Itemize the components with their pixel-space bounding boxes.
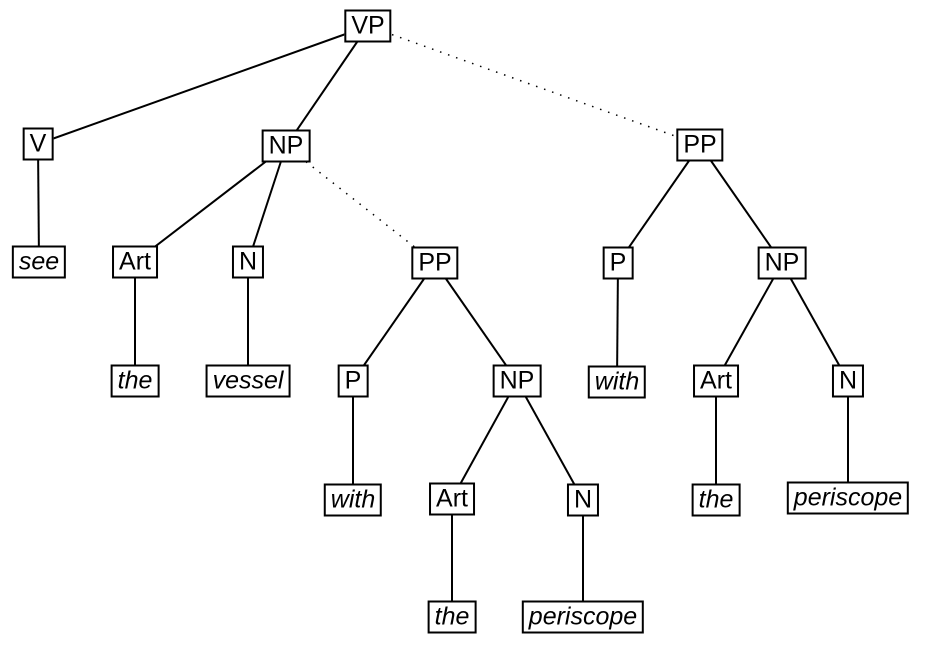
tree-edge-np-obj-n-obj-solid (247, 145, 287, 263)
tree-node-pp-vp: PP (676, 128, 724, 162)
tree-edge-pp-np-p-np-solid (352, 262, 436, 382)
tree-node-periscope-np: periscope (521, 600, 645, 634)
tree-node-with-np: with (323, 483, 383, 517)
tree-node-np-np: NP (492, 364, 542, 398)
tree-edge-vp-v-solid (37, 25, 369, 145)
tree-edge-np-obj-pp-np-dotted (285, 145, 436, 264)
tree-node-periscope-vp: periscope (786, 481, 910, 515)
tree-edge-pp-np-np-np-solid (434, 262, 518, 382)
tree-node-n-np: N (566, 483, 600, 517)
tree-node-with-vp: with (587, 365, 647, 399)
tree-node-vessel: vessel (205, 364, 291, 398)
tree-edge-v-see-solid (37, 143, 40, 263)
tree-node-the-obj: the (110, 364, 160, 398)
tree-edge-vp-np-obj-solid (285, 25, 369, 147)
tree-edge-p-vp-with-vp-solid (616, 262, 619, 383)
tree-edge-np-np-n-np-solid (516, 380, 584, 501)
tree-node-p-np: P (337, 364, 369, 398)
tree-node-the-np: the (427, 600, 477, 634)
tree-edge-np-obj-art-obj-solid (134, 145, 287, 263)
tree-edge-pp-vp-p-vp-solid (617, 144, 701, 264)
tree-node-pp-np: PP (411, 246, 459, 280)
tree-node-see: see (11, 245, 67, 279)
tree-node-the-vp: the (691, 483, 741, 517)
tree-node-p-vp: P (602, 246, 634, 280)
tree-node-n-vp: N (831, 364, 865, 398)
tree-node-vp: VP (344, 9, 392, 43)
tree-edge-np-np-art-np-solid (451, 380, 518, 500)
tree-node-art-obj: Art (112, 245, 158, 279)
tree-node-np-obj: NP (261, 129, 311, 163)
tree-edge-np-vp-n-vp-solid (781, 262, 849, 382)
tree-edge-np-vp-art-vp-solid (715, 262, 783, 382)
tree-node-art-vp: Art (693, 364, 739, 398)
tree-node-np-vp: NP (757, 246, 807, 280)
tree-node-n-obj: N (231, 245, 265, 279)
tree-node-v: V (22, 127, 54, 161)
tree-edge-pp-vp-np-vp-solid (699, 144, 783, 264)
tree-node-art-np: Art (429, 482, 475, 516)
